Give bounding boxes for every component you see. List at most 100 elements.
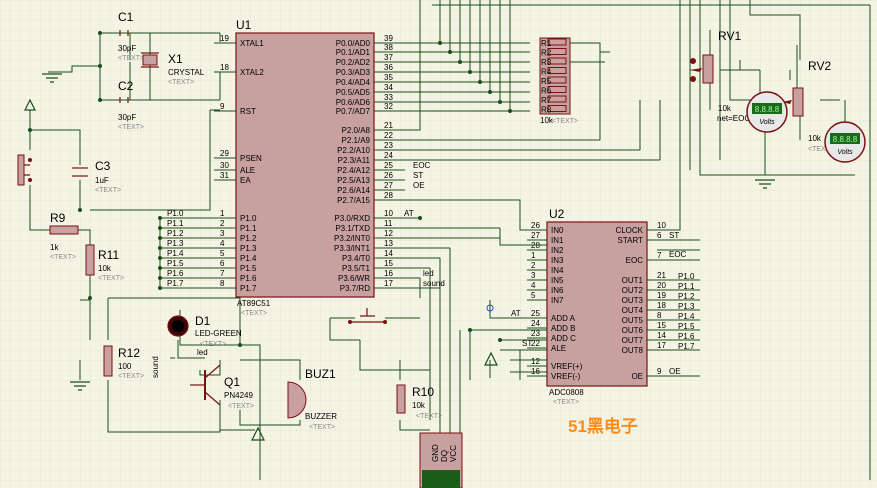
u1-pin-name: P0.4/AD4 xyxy=(336,78,371,87)
u1-pin-num: 17 xyxy=(384,279,393,288)
u1-pin-name: P3.3/INT1 xyxy=(334,244,371,253)
u1-pin-num: 31 xyxy=(220,171,229,180)
rv2-potentiometer[interactable]: RV2 10k <TEXT> xyxy=(782,59,834,153)
u2-pin-num: 20 xyxy=(657,281,666,290)
r12-resistor[interactable]: R12 100 <TEXT> xyxy=(103,345,144,380)
u2-pin-num: 3 xyxy=(531,271,536,280)
u2-pin-name: VREF(+) xyxy=(551,362,583,371)
sensor-pin-gnd: GND xyxy=(431,444,440,462)
u2-pin-num: 18 xyxy=(657,301,666,310)
c2-ref: C2 xyxy=(118,79,134,93)
u2-pin-num: 17 xyxy=(657,341,666,350)
u1-pin-name: P0.1/AD1 xyxy=(336,48,371,57)
voltmeter-1-reading: 8.8.8.8 xyxy=(755,105,780,114)
p1-label: P1.0 xyxy=(167,209,184,218)
c2-capacitor[interactable]: C2 30pF <TEXT> xyxy=(118,79,144,131)
voltmeter-1-unit: Volts xyxy=(759,119,775,126)
u2-pin-num: 6 xyxy=(657,231,662,240)
d1-led[interactable]: D1 LED-GREEN <TEXT> xyxy=(167,314,242,348)
u1-ref: U1 xyxy=(236,18,252,32)
x1-crystal[interactable]: X1 CRYSTAL <TEXT> xyxy=(141,52,205,86)
power-arrows xyxy=(24,98,498,441)
u1-pin-name: P3.2/INT0 xyxy=(334,234,371,243)
c3-capacitor[interactable]: C3 1uF <TEXT> xyxy=(72,159,121,194)
adc-out-label: P1.5 xyxy=(678,322,695,331)
u1-pin-name: P2.4/A12 xyxy=(337,166,370,175)
u2-pin-num: 4 xyxy=(531,281,536,290)
q1-value: PN4249 xyxy=(224,391,253,400)
net-st: ST xyxy=(413,171,423,180)
u2-pin-name: IN0 xyxy=(551,226,564,235)
rpack-value: 10k xyxy=(540,116,554,125)
u1-pin-name: P1.7 xyxy=(240,284,257,293)
buz1-buzzer[interactable]: BUZ1 BUZZER <TEXT> xyxy=(287,367,337,431)
r11-value: 10k xyxy=(98,264,112,273)
u1-microcontroller[interactable]: U1 AT89C51 <TEXT> 19XTAL118XTAL29RST29PS… xyxy=(214,18,396,317)
rpack-ref: R1 xyxy=(541,39,552,48)
x1-ref: X1 xyxy=(168,52,183,66)
p1-net-labels: P1.0P1.1P1.2P1.3P1.4P1.5P1.6P1.7 xyxy=(167,209,184,288)
u2-pin-name: OE xyxy=(631,372,643,381)
u1-pin-num: 12 xyxy=(384,229,393,238)
q1-transistor[interactable]: Q1 PN4249 <TEXT> xyxy=(190,364,254,410)
p3-pushbutton[interactable] xyxy=(348,308,387,324)
r10-resistor[interactable]: R10 10k <TEXT> xyxy=(396,384,442,420)
c3-value: 1uF xyxy=(95,176,109,185)
u2-pin-num: 14 xyxy=(657,331,666,340)
u1-pin-name: P2.1/A9 xyxy=(342,136,371,145)
u1-pin-name: P3.6/WR xyxy=(338,274,370,283)
u1-pin-num: 21 xyxy=(384,121,393,130)
u1-pin-name: P0.7/AD7 xyxy=(336,107,371,116)
rv2-text: <TEXT> xyxy=(808,146,834,153)
net-led: led xyxy=(423,269,434,278)
u2-pin-name: IN2 xyxy=(551,246,564,255)
u2-pin-num: 27 xyxy=(531,231,540,240)
u2-adc[interactable]: U2 ADC0808 <TEXT> 26IN027IN128IN21IN32IN… xyxy=(527,207,667,406)
adc-out-label: P1.0 xyxy=(678,272,695,281)
r10-ref: R10 xyxy=(412,385,434,399)
net-oe2: OE xyxy=(669,367,681,376)
c1-capacitor[interactable]: C1 30pF <TEXT> xyxy=(118,10,144,62)
rpack-ref: R3 xyxy=(541,58,552,67)
sensor-module[interactable]: GND DQ VCC xyxy=(419,432,463,488)
rv1-potentiometer[interactable]: RV1 10k net=EOC xyxy=(690,29,750,123)
r9-resistor[interactable]: R9 1k <TEXT> xyxy=(49,211,79,261)
q1-text: <TEXT> xyxy=(228,403,254,410)
u2-pin-name: IN7 xyxy=(551,296,564,305)
net-at: AT xyxy=(404,209,414,218)
buz1-value: BUZZER xyxy=(305,412,337,421)
p1-label: P1.5 xyxy=(167,259,184,268)
rpack-element xyxy=(547,67,567,74)
u1-pin-name: P3.7/RD xyxy=(340,284,370,293)
r11-resistor[interactable]: R11 10k <TEXT> xyxy=(85,244,124,282)
u2-pin-name: ADD A xyxy=(551,314,576,323)
u1-pin-name: P2.3/A11 xyxy=(338,156,371,165)
voltmeter-1[interactable]: 8.8.8.8 Volts xyxy=(746,91,788,133)
net-oe: OE xyxy=(413,181,425,190)
d1-value: LED-GREEN xyxy=(195,329,242,338)
rpack-ref: R2 xyxy=(541,49,552,58)
voltmeter-2[interactable]: 8.8.8.8 Volts xyxy=(824,121,866,163)
reset-pushbutton[interactable] xyxy=(17,154,32,186)
rv1-ref: RV1 xyxy=(718,29,741,43)
u1-pin-name: P2.2/A10 xyxy=(337,146,370,155)
r9-text: <TEXT> xyxy=(50,254,76,261)
u1-pin-num: 32 xyxy=(384,102,393,111)
u2-pin-num: 24 xyxy=(531,319,540,328)
u1-pin-num: 39 xyxy=(384,34,393,43)
rpack-element xyxy=(547,95,567,103)
u1-pin-name: P3.0/RXD xyxy=(334,214,370,223)
u2-pin-num: 8 xyxy=(657,311,662,320)
u1-pin-num: 30 xyxy=(220,161,229,170)
u1-pin-num: 7 xyxy=(220,269,225,278)
c3-text: <TEXT> xyxy=(95,187,121,194)
u1-pin-name: P0.5/AD5 xyxy=(336,88,371,97)
u1-pin-num: 4 xyxy=(220,239,225,248)
u1-pin-num: 6 xyxy=(220,259,225,268)
net-eoc2: EOC xyxy=(669,250,687,259)
u1-pin-num: 15 xyxy=(384,259,393,268)
p1-label: P1.2 xyxy=(167,229,184,238)
r10-text: <TEXT> xyxy=(416,413,442,420)
u1-pin-num: 36 xyxy=(384,63,393,72)
